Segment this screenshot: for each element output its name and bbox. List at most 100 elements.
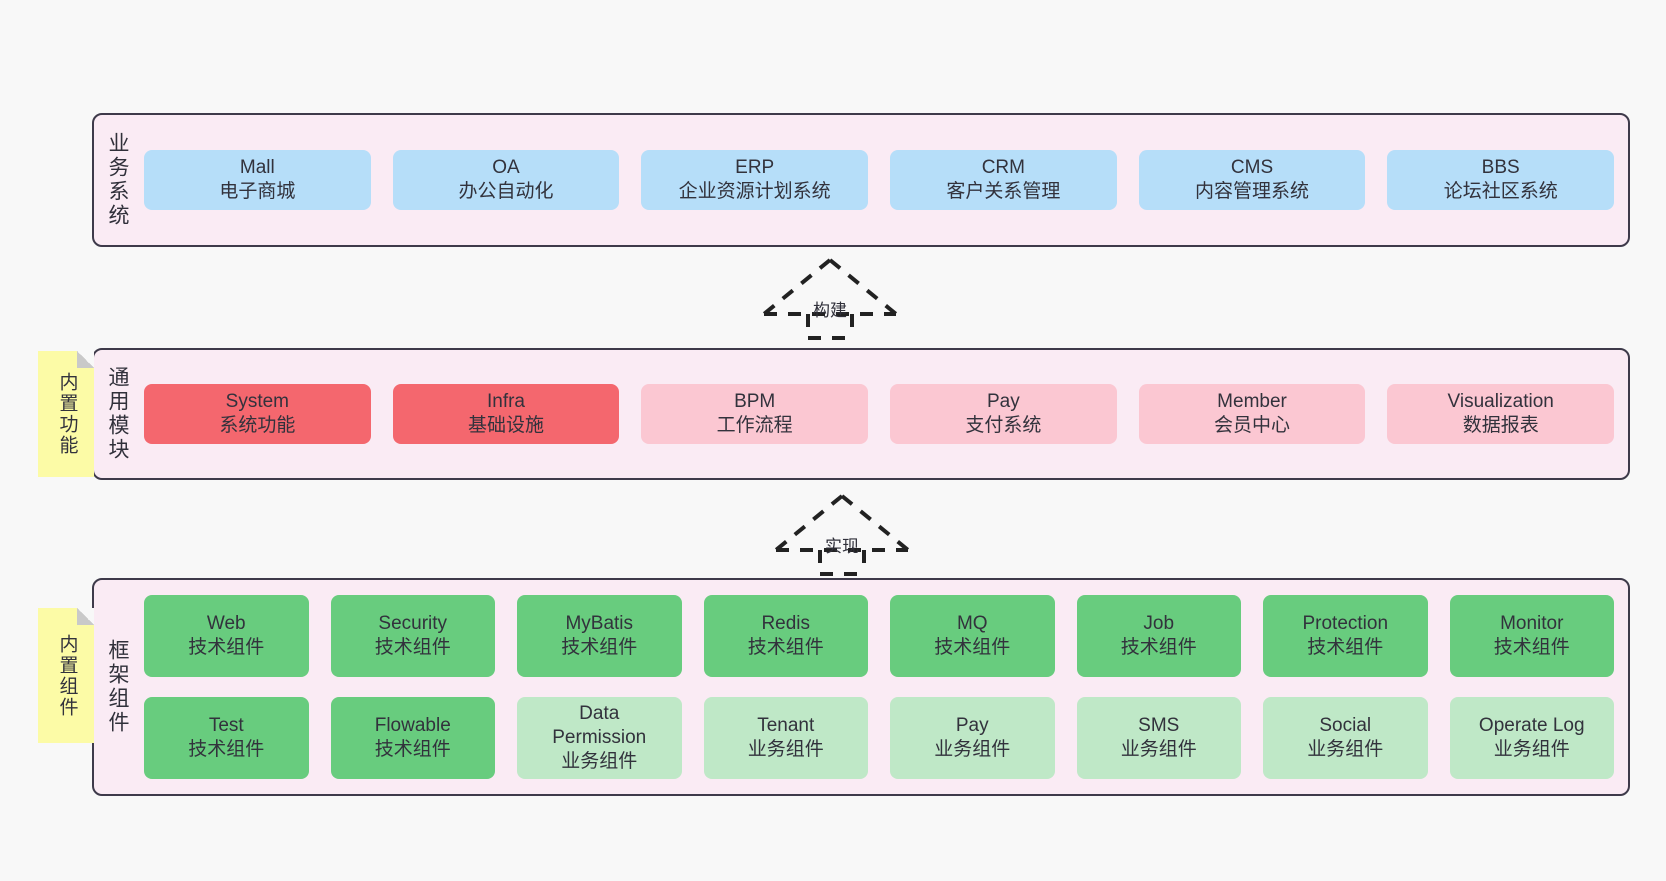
card-subtitle: 业务组件	[1307, 739, 1384, 760]
card-subtitle: 工作流程	[716, 415, 793, 436]
card-mq[interactable]: MQ 技术组件	[890, 595, 1055, 677]
card-erp[interactable]: ERP 企业资源计划系统	[641, 149, 869, 211]
card-subtitle: 业务组件	[561, 751, 638, 773]
card-pay-component[interactable]: Pay 业务组件	[890, 697, 1055, 779]
layer-body-framework-components: Web 技术组件 Security 技术组件 MyBatis 技术组件 Redi…	[140, 580, 1628, 794]
card-subtitle: 技术组件	[934, 637, 1011, 658]
card-title: Job	[1143, 612, 1175, 634]
card-member[interactable]: Member 会员中心	[1138, 383, 1366, 445]
card-visualization[interactable]: Visualization 数据报表	[1387, 383, 1615, 445]
connector-implement: 实现	[772, 492, 912, 576]
card-subtitle: 技术组件	[374, 637, 451, 658]
card-subtitle: 业务组件	[747, 739, 824, 760]
card-title: Redis	[761, 612, 811, 634]
card-title: Web	[206, 612, 246, 634]
card-subtitle: 业务组件	[934, 739, 1011, 760]
card-redis[interactable]: Redis 技术组件	[703, 595, 868, 677]
card-title: SMS	[1138, 714, 1180, 736]
connector-build: 构建	[760, 256, 900, 340]
card-subtitle: 客户关系管理	[946, 181, 1061, 202]
card-bpm[interactable]: BPM 工作流程	[641, 383, 869, 445]
card-operate-log[interactable]: Operate Log 业务组件	[1449, 697, 1614, 779]
card-title: CMS	[1230, 156, 1274, 178]
sticky-note-label: 内置组件	[56, 633, 78, 718]
card-title: System	[225, 390, 290, 412]
card-subtitle: 办公自动化	[458, 181, 554, 202]
card-tenant[interactable]: Tenant 业务组件	[703, 697, 868, 779]
card-title: Data Permission	[552, 702, 647, 748]
card-row: Mall 电子商城 OA 办公自动化 ERP 企业资源计划系统 CRM 客户关系…	[144, 149, 1615, 211]
card-infra[interactable]: Infra 基础设施	[392, 383, 620, 445]
card-social[interactable]: Social 业务组件	[1263, 697, 1428, 779]
card-security[interactable]: Security 技术组件	[330, 595, 495, 677]
card-subtitle: 内容管理系统	[1195, 181, 1310, 202]
card-system[interactable]: System 系统功能	[144, 383, 371, 445]
card-title: Pay	[986, 390, 1020, 412]
layer-business-systems: 业务系统 Mall 电子商城 OA 办公自动化 ERP 企业资源计划系统 CRM…	[92, 113, 1630, 247]
card-subtitle: 业务组件	[1120, 739, 1197, 760]
card-row: Web 技术组件 Security 技术组件 MyBatis 技术组件 Redi…	[144, 595, 1614, 677]
layer-label-common-modules: 通用模块	[106, 366, 130, 462]
card-sms[interactable]: SMS 业务组件	[1076, 697, 1241, 779]
card-title: Mall	[239, 156, 275, 178]
card-oa[interactable]: OA 办公自动化	[392, 149, 620, 211]
sticky-note-builtin-components: 内置组件	[38, 608, 94, 743]
card-title: CRM	[981, 156, 1025, 178]
card-test[interactable]: Test 技术组件	[144, 697, 309, 779]
card-title: Flowable	[374, 714, 451, 736]
card-title: Operate Log	[1478, 714, 1585, 736]
card-title: Security	[378, 612, 448, 634]
card-title: Social	[1319, 714, 1372, 736]
card-title: Test	[208, 714, 244, 736]
sticky-note-label: 内置功能	[56, 372, 78, 456]
card-subtitle: 技术组件	[1307, 637, 1384, 658]
card-title: Infra	[486, 390, 526, 412]
layer-body-common-modules: System 系统功能 Infra 基础设施 BPM 工作流程 Pay 支付系统…	[140, 350, 1628, 478]
card-subtitle: 技术组件	[374, 739, 451, 760]
card-pay-module[interactable]: Pay 支付系统	[890, 383, 1117, 445]
card-subtitle: 业务组件	[1493, 739, 1570, 760]
card-title: Member	[1217, 390, 1287, 412]
card-title: OA	[492, 156, 520, 178]
card-flowable[interactable]: Flowable 技术组件	[330, 697, 495, 779]
card-web[interactable]: Web 技术组件	[144, 595, 309, 677]
sticky-note-builtin-functions: 内置功能	[38, 351, 94, 477]
layer-label-framework-components: 框架组件	[106, 639, 130, 735]
card-subtitle: 技术组件	[188, 739, 265, 760]
card-title: Pay	[955, 714, 989, 736]
card-subtitle: 技术组件	[747, 637, 824, 658]
layer-common-modules: 通用模块 System 系统功能 Infra 基础设施 BPM 工作流程 Pay…	[92, 348, 1630, 480]
card-title: MyBatis	[565, 612, 634, 634]
card-subtitle: 系统功能	[219, 415, 296, 436]
card-title: BPM	[734, 390, 776, 412]
card-subtitle: 论坛社区系统	[1443, 181, 1558, 202]
card-title: MQ	[956, 612, 988, 634]
card-cms[interactable]: CMS 内容管理系统	[1138, 149, 1366, 211]
layer-body-business-systems: Mall 电子商城 OA 办公自动化 ERP 企业资源计划系统 CRM 客户关系…	[140, 115, 1628, 245]
card-job[interactable]: Job 技术组件	[1076, 595, 1241, 677]
card-subtitle: 数据报表	[1462, 415, 1539, 436]
card-crm[interactable]: CRM 客户关系管理	[890, 149, 1117, 211]
card-title: ERP	[735, 156, 775, 178]
card-bbs[interactable]: BBS 论坛社区系统	[1387, 149, 1615, 211]
card-title: BBS	[1481, 156, 1520, 178]
card-row: System 系统功能 Infra 基础设施 BPM 工作流程 Pay 支付系统…	[144, 383, 1615, 445]
layer-framework-components: 框架组件 Web 技术组件 Security 技术组件 MyBatis 技术组件	[92, 578, 1630, 796]
card-subtitle: 企业资源计划系统	[678, 181, 831, 202]
card-subtitle: 支付系统	[965, 415, 1042, 436]
card-protection[interactable]: Protection 技术组件	[1263, 595, 1428, 677]
card-row: Test 技术组件 Flowable 技术组件 Data Permission …	[144, 697, 1614, 779]
layer-label-business-systems: 业务系统	[106, 132, 130, 228]
card-monitor[interactable]: Monitor 技术组件	[1449, 595, 1614, 677]
card-subtitle: 会员中心	[1214, 415, 1291, 436]
card-subtitle: 技术组件	[561, 637, 638, 658]
card-subtitle: 电子商城	[219, 181, 296, 202]
card-subtitle: 基础设施	[468, 415, 545, 436]
card-subtitle: 技术组件	[1120, 637, 1197, 658]
card-mall[interactable]: Mall 电子商城	[144, 149, 371, 211]
card-mybatis[interactable]: MyBatis 技术组件	[517, 595, 682, 677]
card-data-permission[interactable]: Data Permission 业务组件	[517, 697, 682, 779]
card-subtitle: 技术组件	[188, 637, 265, 658]
card-title: Protection	[1302, 612, 1389, 634]
